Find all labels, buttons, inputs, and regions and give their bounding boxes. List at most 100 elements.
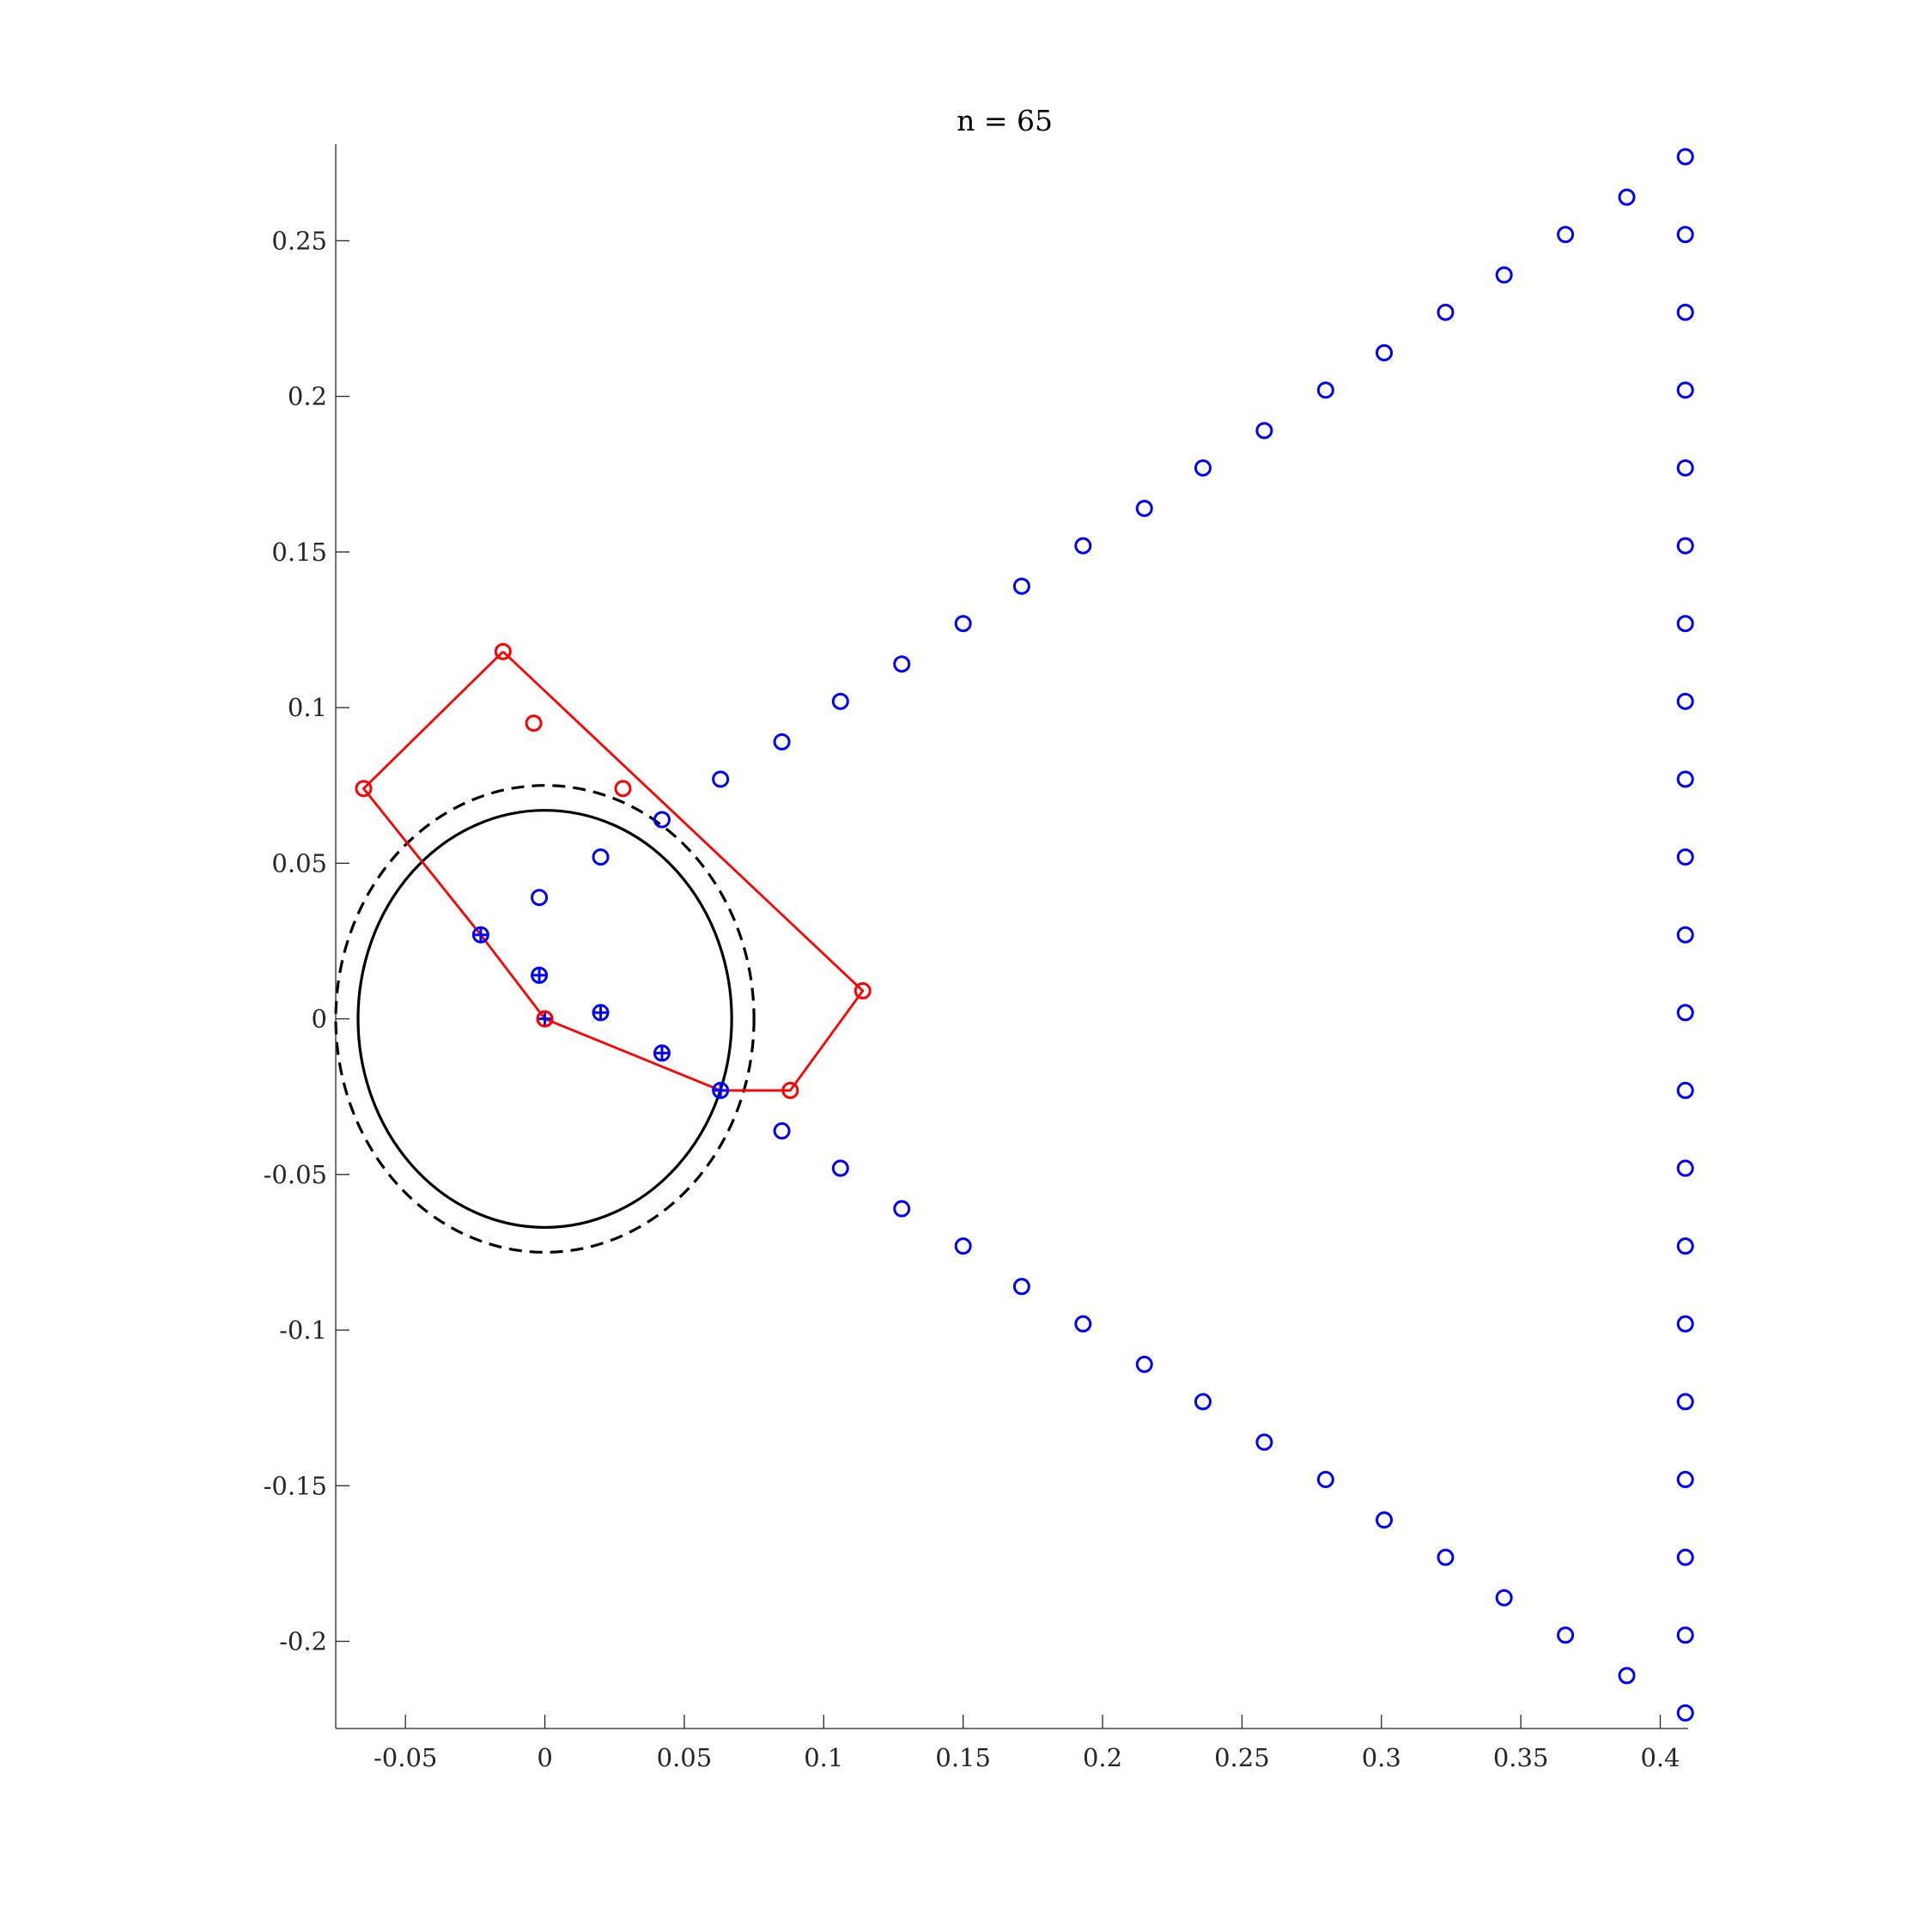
marker-circle bbox=[954, 1237, 972, 1255]
blue-point-marker bbox=[1495, 1589, 1513, 1607]
marker-circle bbox=[1255, 1433, 1273, 1451]
y-tick-label: 0.1 bbox=[288, 693, 327, 722]
blue-point-marker bbox=[1676, 148, 1694, 166]
y-tick-label: 0.2 bbox=[288, 382, 327, 411]
blue-point-marker bbox=[1676, 226, 1694, 244]
marker-circle bbox=[1676, 1315, 1694, 1333]
blue-point-marker bbox=[1676, 1315, 1694, 1333]
marker-circle bbox=[1495, 266, 1513, 284]
blue-point-marker bbox=[1676, 1471, 1694, 1489]
chart-title: n = 65 bbox=[957, 104, 1053, 137]
marker-circle bbox=[854, 981, 872, 999]
marker-circle bbox=[781, 1081, 799, 1099]
marker-circle bbox=[1135, 500, 1153, 518]
marker-circle bbox=[1012, 577, 1030, 595]
marker-circle bbox=[1437, 1548, 1455, 1566]
marker-circle bbox=[1676, 770, 1694, 788]
marker-circle bbox=[1012, 1278, 1030, 1296]
blue-point-marker bbox=[712, 1081, 730, 1099]
red-polygon-line bbox=[361, 650, 865, 1092]
marker-circle bbox=[831, 1159, 849, 1177]
red-point-marker bbox=[614, 780, 632, 798]
blue-point-marker bbox=[1618, 188, 1636, 206]
marker-circle bbox=[1557, 1626, 1575, 1644]
marker-circle bbox=[1676, 692, 1694, 710]
marker-circle bbox=[1676, 381, 1694, 399]
marker-circle bbox=[1676, 1081, 1694, 1099]
marker-circle bbox=[1676, 848, 1694, 866]
marker-circle bbox=[1074, 537, 1092, 555]
marker-circle bbox=[1376, 343, 1394, 361]
marker-circle bbox=[954, 615, 972, 633]
blue-point-marker bbox=[1676, 1704, 1694, 1722]
marker-circle bbox=[592, 848, 610, 866]
red-point-marker bbox=[854, 981, 872, 999]
y-tick-label: -0.2 bbox=[279, 1627, 327, 1656]
blue-point-marker bbox=[773, 1122, 791, 1140]
blue-point-marker bbox=[1676, 770, 1694, 788]
x-tick-label: 0.1 bbox=[804, 1743, 843, 1772]
blue-point-marker bbox=[531, 889, 549, 907]
marker-circle bbox=[536, 1010, 554, 1028]
y-tick-label: -0.05 bbox=[264, 1160, 327, 1189]
y-tick-label: 0 bbox=[312, 1005, 327, 1034]
blue-point-marker bbox=[1012, 1278, 1030, 1296]
marker-circle bbox=[1676, 537, 1694, 555]
dashed-circle bbox=[334, 784, 756, 1255]
marker-circle bbox=[1676, 1626, 1694, 1644]
blue-point-marker bbox=[1376, 1511, 1394, 1529]
marker-circle bbox=[1676, 459, 1694, 477]
blue-point-marker bbox=[1676, 1004, 1694, 1022]
blue-point-marker bbox=[1676, 926, 1694, 944]
blue-point-marker bbox=[1194, 1393, 1212, 1411]
blue-point-marker bbox=[1255, 422, 1273, 440]
blue-point-marker bbox=[831, 692, 849, 710]
marker-circle bbox=[1676, 1704, 1694, 1722]
marker-circle bbox=[1676, 148, 1694, 166]
blue-point-marker bbox=[712, 770, 730, 788]
x-tick-label: 0.05 bbox=[657, 1743, 713, 1772]
marker-circle bbox=[1194, 459, 1212, 477]
blue-point-marker bbox=[1676, 381, 1694, 399]
blue-point-marker bbox=[893, 1200, 911, 1218]
y-tick-label: -0.15 bbox=[264, 1471, 327, 1500]
blue-point-marker bbox=[1437, 1548, 1455, 1566]
x-tick-label: 0.35 bbox=[1493, 1743, 1549, 1772]
marker-circle bbox=[653, 811, 671, 829]
marker-circle bbox=[1676, 1004, 1694, 1022]
blue-point-marker bbox=[1074, 1315, 1092, 1333]
marker-circle bbox=[1255, 422, 1273, 440]
marker-circle bbox=[1618, 1667, 1636, 1685]
plot-area bbox=[334, 148, 1694, 1722]
blue-point-marker bbox=[1676, 1237, 1694, 1255]
blue-point-marker bbox=[1557, 1626, 1575, 1644]
blue-point-marker bbox=[1316, 381, 1334, 399]
blue-point-marker bbox=[1135, 500, 1153, 518]
blue-point-marker bbox=[893, 655, 911, 673]
blue-point-marker bbox=[1676, 303, 1694, 321]
blue-point-marker bbox=[1376, 343, 1394, 361]
marker-circle bbox=[614, 780, 632, 798]
blue-point-marker bbox=[1135, 1355, 1153, 1373]
red-point-marker bbox=[536, 1010, 554, 1028]
x-tick-label: 0.15 bbox=[935, 1743, 991, 1772]
blue-point-marker bbox=[1676, 1393, 1694, 1411]
red-point-marker bbox=[355, 780, 373, 798]
blue-point-marker bbox=[531, 966, 549, 984]
marker-circle bbox=[773, 732, 791, 750]
red-point-marker bbox=[494, 642, 512, 660]
marker-circle bbox=[1194, 1393, 1212, 1411]
blue-point-marker bbox=[831, 1159, 849, 1177]
marker-circle bbox=[1557, 226, 1575, 244]
red-point-marker bbox=[525, 714, 543, 732]
marker-circle bbox=[525, 714, 543, 732]
marker-circle bbox=[893, 1200, 911, 1218]
marker-circle bbox=[831, 692, 849, 710]
marker-circle bbox=[355, 780, 373, 798]
x-tick-label: 0 bbox=[537, 1743, 552, 1772]
marker-circle bbox=[1135, 1355, 1153, 1373]
solid-circle bbox=[356, 809, 733, 1230]
marker-circle bbox=[531, 889, 549, 907]
blue-point-marker bbox=[1676, 848, 1694, 866]
